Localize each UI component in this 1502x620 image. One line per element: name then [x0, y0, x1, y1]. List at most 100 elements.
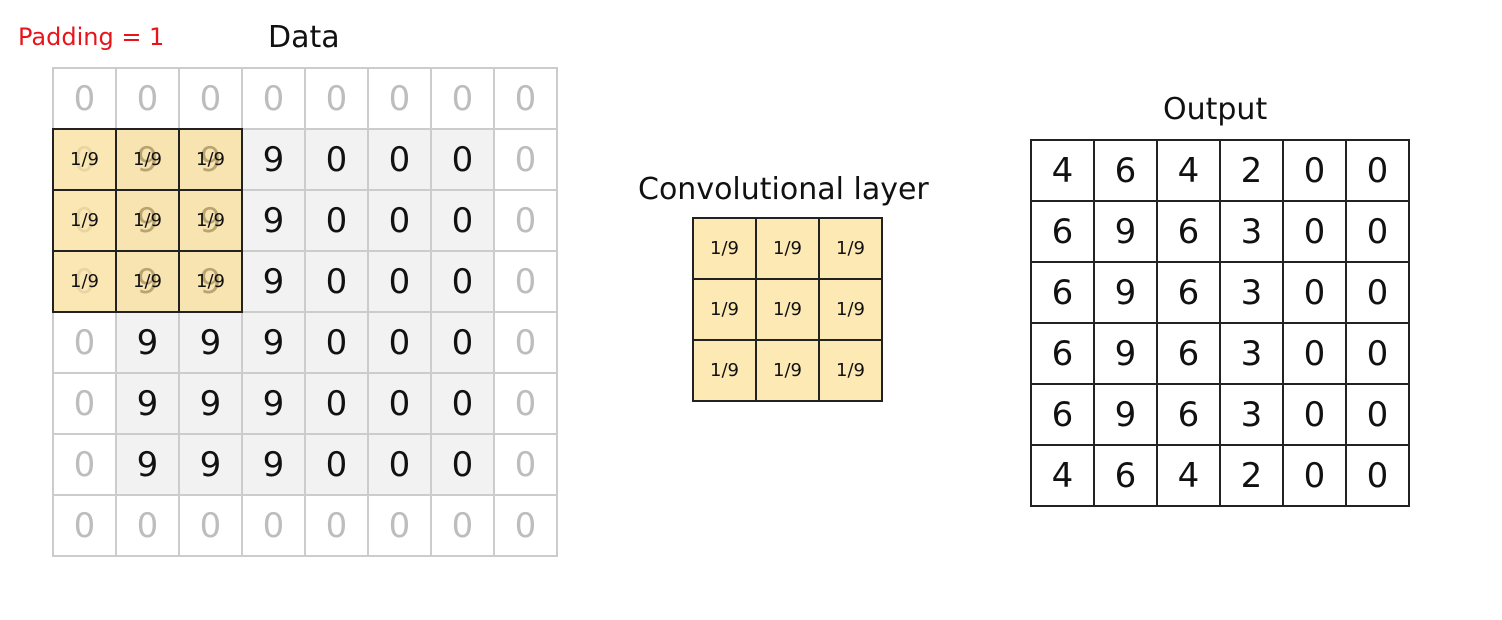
data-cell: 9 [243, 313, 306, 374]
data-cell: 0 [432, 252, 495, 313]
data-cell: 0 [306, 313, 369, 374]
output-cell: 9 [1095, 324, 1158, 385]
data-cell: 0 [432, 313, 495, 374]
overlay-kernel-cell: 1/9 [54, 130, 117, 191]
data-cell: 9 [243, 130, 306, 191]
output-title: Output [1163, 92, 1268, 127]
output-cell: 4 [1032, 446, 1095, 507]
output-cell: 6 [1158, 263, 1221, 324]
data-cell: 0 [369, 374, 432, 435]
output-cell: 6 [1095, 141, 1158, 202]
kernel-cell: 1/9 [820, 219, 883, 280]
data-cell: 0 [432, 496, 495, 557]
output-cell: 0 [1284, 324, 1347, 385]
output-cell: 0 [1347, 263, 1410, 324]
kernel-cell: 1/9 [757, 341, 820, 402]
data-cell: 0 [495, 313, 558, 374]
data-title: Data [268, 20, 340, 55]
data-cell: 0 [369, 191, 432, 252]
output-cell: 6 [1158, 202, 1221, 263]
data-cell: 9 [180, 313, 243, 374]
output-cell: 0 [1347, 141, 1410, 202]
data-cell: 0 [369, 130, 432, 191]
data-cell: 0 [306, 496, 369, 557]
data-cell: 9 [117, 435, 180, 496]
output-cell: 4 [1158, 446, 1221, 507]
data-cell: 0 [180, 496, 243, 557]
data-cell: 0 [306, 435, 369, 496]
data-cell: 0 [306, 374, 369, 435]
kernel-cell: 1/9 [694, 219, 757, 280]
overlay-kernel-cell: 1/9 [54, 191, 117, 252]
data-cell: 0 [369, 435, 432, 496]
data-cell: 9 [180, 374, 243, 435]
data-cell: 0 [54, 435, 117, 496]
output-cell: 9 [1095, 202, 1158, 263]
data-cell: 9 [243, 435, 306, 496]
kernel-cell: 1/9 [694, 341, 757, 402]
output-cell: 2 [1221, 141, 1284, 202]
data-cell: 0 [54, 69, 117, 130]
output-cell: 9 [1095, 263, 1158, 324]
data-cell: 0 [495, 435, 558, 496]
overlay-kernel-cell: 1/9 [117, 130, 180, 191]
data-cell: 0 [495, 69, 558, 130]
kernel-cell: 1/9 [820, 341, 883, 402]
data-cell: 9 [117, 313, 180, 374]
data-cell: 0 [306, 191, 369, 252]
output-cell: 6 [1158, 324, 1221, 385]
data-cell: 0 [369, 313, 432, 374]
data-cell: 9 [243, 374, 306, 435]
data-cell: 9 [243, 191, 306, 252]
data-cell: 0 [243, 69, 306, 130]
overlay-kernel-cell: 1/9 [180, 191, 243, 252]
overlay-kernel-cell: 1/9 [117, 191, 180, 252]
data-cell: 0 [432, 69, 495, 130]
data-cell: 0 [117, 496, 180, 557]
output-cell: 3 [1221, 324, 1284, 385]
output-cell: 0 [1284, 446, 1347, 507]
data-cell: 9 [117, 374, 180, 435]
data-cell: 0 [432, 130, 495, 191]
output-cell: 0 [1347, 324, 1410, 385]
output-cell: 0 [1284, 202, 1347, 263]
data-cell: 0 [117, 69, 180, 130]
output-cell: 3 [1221, 263, 1284, 324]
data-cell: 0 [54, 496, 117, 557]
kernel-cell: 1/9 [757, 219, 820, 280]
data-cell: 0 [432, 191, 495, 252]
output-cell: 0 [1284, 263, 1347, 324]
output-cell: 4 [1032, 141, 1095, 202]
data-cell: 0 [495, 130, 558, 191]
overlay-kernel-cell: 1/9 [180, 252, 243, 313]
output-cell: 0 [1347, 446, 1410, 507]
kernel-cell: 1/9 [820, 280, 883, 341]
data-cell: 0 [306, 69, 369, 130]
output-cell: 6 [1095, 446, 1158, 507]
data-cell: 0 [54, 374, 117, 435]
output-cell: 6 [1032, 263, 1095, 324]
output-cell: 0 [1347, 385, 1410, 446]
output-cell: 6 [1158, 385, 1221, 446]
output-cell: 0 [1284, 141, 1347, 202]
data-cell: 0 [495, 252, 558, 313]
padding-label: Padding = 1 [18, 23, 165, 51]
overlay-kernel-cell: 1/9 [117, 252, 180, 313]
output-cell: 0 [1347, 202, 1410, 263]
data-cell: 0 [369, 252, 432, 313]
output-cell: 3 [1221, 202, 1284, 263]
data-cell: 9 [180, 435, 243, 496]
output-cell: 0 [1284, 385, 1347, 446]
data-cell: 0 [369, 496, 432, 557]
data-cell: 0 [306, 252, 369, 313]
output-cell: 6 [1032, 385, 1095, 446]
kernel-cell: 1/9 [757, 280, 820, 341]
data-cell: 0 [495, 191, 558, 252]
output-cell: 9 [1095, 385, 1158, 446]
output-cell: 3 [1221, 385, 1284, 446]
overlay-kernel-cell: 1/9 [180, 130, 243, 191]
data-cell: 0 [432, 435, 495, 496]
